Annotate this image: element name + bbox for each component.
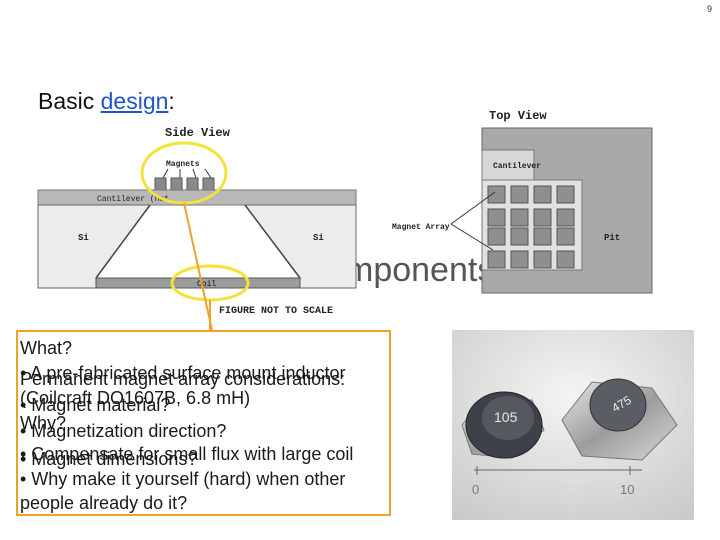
scale-note: FIGURE NOT TO SCALE xyxy=(219,306,333,317)
magnet-array-cell xyxy=(533,185,552,204)
top-view-diagram: Top View Cantilever Magnet Array Pit xyxy=(388,109,653,294)
si-right-label: Si xyxy=(313,233,324,243)
magnet-considerations-heading: Permanent magnet array considerations: xyxy=(20,369,346,389)
coil-slab xyxy=(95,277,301,289)
cantilever-top xyxy=(481,149,535,181)
magnet-block xyxy=(170,177,183,191)
magnet-array-cell xyxy=(556,208,575,227)
ruler-label-0: 0 xyxy=(472,482,479,497)
magnet-array-cell xyxy=(533,208,552,227)
why-bullet-1: • Compensate for small flux with large c… xyxy=(20,444,354,464)
magnet-material-bullet: • Magnet material? xyxy=(20,395,171,415)
magnet-array-cell xyxy=(487,227,506,246)
what-bullet-1-detail: (Coilcraft DO1607B, 6.8 mH) xyxy=(20,388,251,408)
magnetization-direction-bullet: • Magnetization direction? xyxy=(20,421,227,441)
magnet-array-cell xyxy=(556,185,575,204)
inductor-left-top xyxy=(482,396,534,440)
ruler-label-10: 10 xyxy=(620,482,634,497)
slide-title: Basic design: xyxy=(38,88,175,115)
notes-textbox: What? • A pre-fabricated surface mount i… xyxy=(16,330,391,516)
magnet-array-cell xyxy=(487,250,506,269)
magnet-array-cell xyxy=(533,227,552,246)
inductor-photo: 105 475 0 10 xyxy=(452,330,694,520)
why-bullet-2: • Why make it yourself (hard) when other xyxy=(20,469,346,489)
side-view-title: Side View xyxy=(165,126,231,140)
magnet-array-cell xyxy=(487,185,506,204)
top-cantilever-label: Cantilever xyxy=(493,162,541,171)
magnet-block xyxy=(154,177,167,191)
magnet-array-label-bg xyxy=(388,219,470,233)
inductor-left-marking: 105 xyxy=(494,409,518,425)
magnet-block xyxy=(202,177,215,191)
what-bullet-1: • A pre-fabricated surface mount inducto… xyxy=(20,363,346,383)
magnet-array-cell xyxy=(556,250,575,269)
why-heading: Why? xyxy=(20,413,67,433)
side-view-diagram: Side View Magnets Cantilever (not Si Si … xyxy=(37,126,357,317)
what-heading: What? xyxy=(20,338,73,358)
si-substrate xyxy=(37,204,357,289)
inductor-right-body xyxy=(589,378,647,432)
why-bullet-2-continued: people already do it? xyxy=(20,493,188,513)
title-prefix: Basic xyxy=(38,88,101,114)
magnet-dimensions-bullet: • Magnet dimensions? xyxy=(20,449,198,469)
magnet-array-cell xyxy=(487,208,506,227)
magnet-block xyxy=(186,177,199,191)
magnet-array-cell xyxy=(556,227,575,246)
magnet-array-cell xyxy=(510,185,529,204)
pit-label: Pit xyxy=(604,233,620,243)
magnet-array-cell xyxy=(510,227,529,246)
magnets-label: Magnets xyxy=(166,160,200,169)
magnet-array-cell xyxy=(533,250,552,269)
background-heading: mponents xyxy=(345,251,495,289)
cantilever-slab xyxy=(37,189,357,206)
magnet-array-cell xyxy=(510,250,529,269)
top-view-title: Top View xyxy=(489,109,547,123)
si-left-label: Si xyxy=(78,233,89,243)
coil-label: Coil xyxy=(197,280,216,289)
design-link[interactable]: design xyxy=(100,88,169,114)
magnet-connector-line xyxy=(183,202,213,331)
magnet-array-grid xyxy=(487,185,575,269)
title-suffix: : xyxy=(168,88,175,114)
magnet-array-cell xyxy=(510,208,529,227)
page-number: 9 xyxy=(706,4,712,14)
magnet-array-label: Magnet Array xyxy=(392,223,450,232)
cantilever-label: Cantilever (not xyxy=(97,195,169,204)
